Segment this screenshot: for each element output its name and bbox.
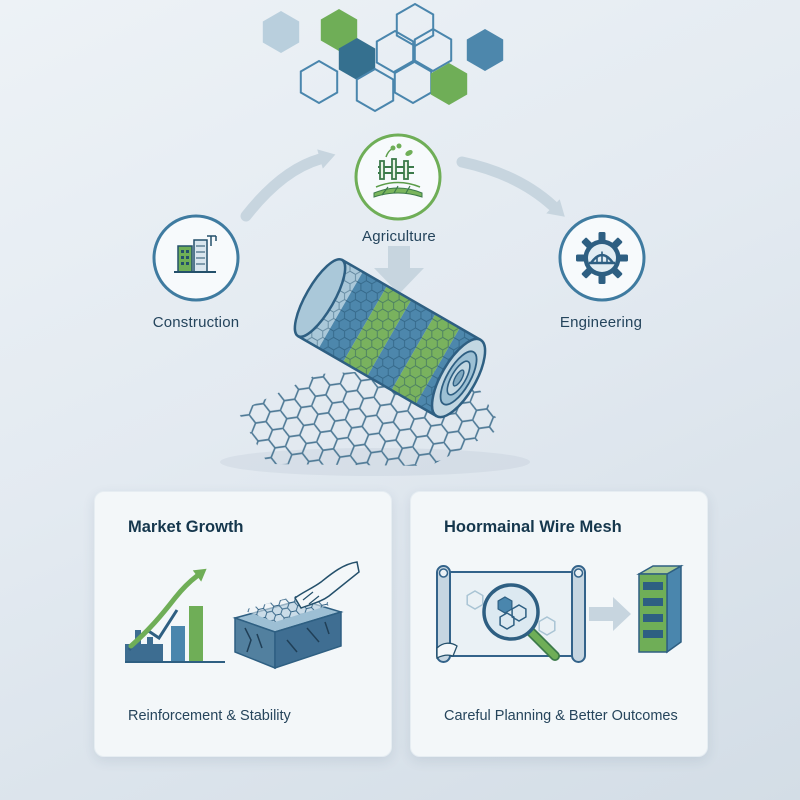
gear-glyph — [576, 232, 628, 284]
hexagon — [262, 11, 300, 53]
card-title: Hoormainal Wire Mesh — [444, 518, 622, 536]
card-market-growth: Market Growth — [94, 491, 392, 757]
node-construction — [150, 212, 242, 304]
node-label-agriculture: Agriculture — [362, 228, 436, 245]
farm-glyph — [373, 143, 423, 198]
hexagon — [338, 38, 376, 80]
growth-chart-glyph — [125, 568, 225, 663]
roll-spiral-end — [430, 337, 487, 419]
node-agriculture — [352, 131, 444, 223]
magnifier-glyph — [482, 583, 560, 661]
hexagon — [375, 29, 415, 75]
hexagon — [355, 67, 395, 113]
agriculture-icon — [354, 133, 442, 221]
hexagon — [430, 63, 468, 105]
down-arrow — [374, 246, 424, 294]
blueprint-scroll-glyph — [436, 565, 586, 663]
hexagon — [320, 9, 358, 51]
node-engineering — [556, 212, 648, 304]
reinforced-block-glyph — [232, 561, 360, 670]
flow-arrows — [240, 149, 565, 294]
buildings-glyph — [174, 235, 217, 273]
construction-icon — [152, 214, 240, 302]
wire-mesh-illustration — [220, 258, 530, 476]
hex-cluster — [262, 2, 504, 113]
building-glyph — [636, 564, 684, 654]
curved-arrow-construction-to-agriculture — [240, 149, 336, 222]
node-label-construction: Construction — [152, 314, 240, 331]
curved-arrow-agriculture-to-engineering — [456, 156, 565, 217]
node-label-engineering: Engineering — [559, 314, 643, 331]
hexagon — [393, 59, 433, 105]
market-growth-illustration — [125, 561, 360, 670]
engineering-icon — [558, 214, 646, 302]
hexagon — [466, 29, 504, 71]
hexagon — [299, 59, 339, 105]
card-caption: Reinforcement & Stability — [128, 708, 291, 724]
right-arrow — [589, 597, 631, 631]
hexagon — [413, 27, 453, 73]
hand-glyph — [436, 642, 458, 660]
card-wire-mesh: Hoormainal Wire Mesh — [410, 491, 708, 757]
hand-glyph — [294, 561, 360, 609]
planning-illustration — [436, 564, 684, 663]
mesh-roll — [293, 258, 487, 419]
card-title: Market Growth — [128, 518, 244, 536]
card-caption: Careful Planning & Better Outcomes — [444, 708, 678, 724]
